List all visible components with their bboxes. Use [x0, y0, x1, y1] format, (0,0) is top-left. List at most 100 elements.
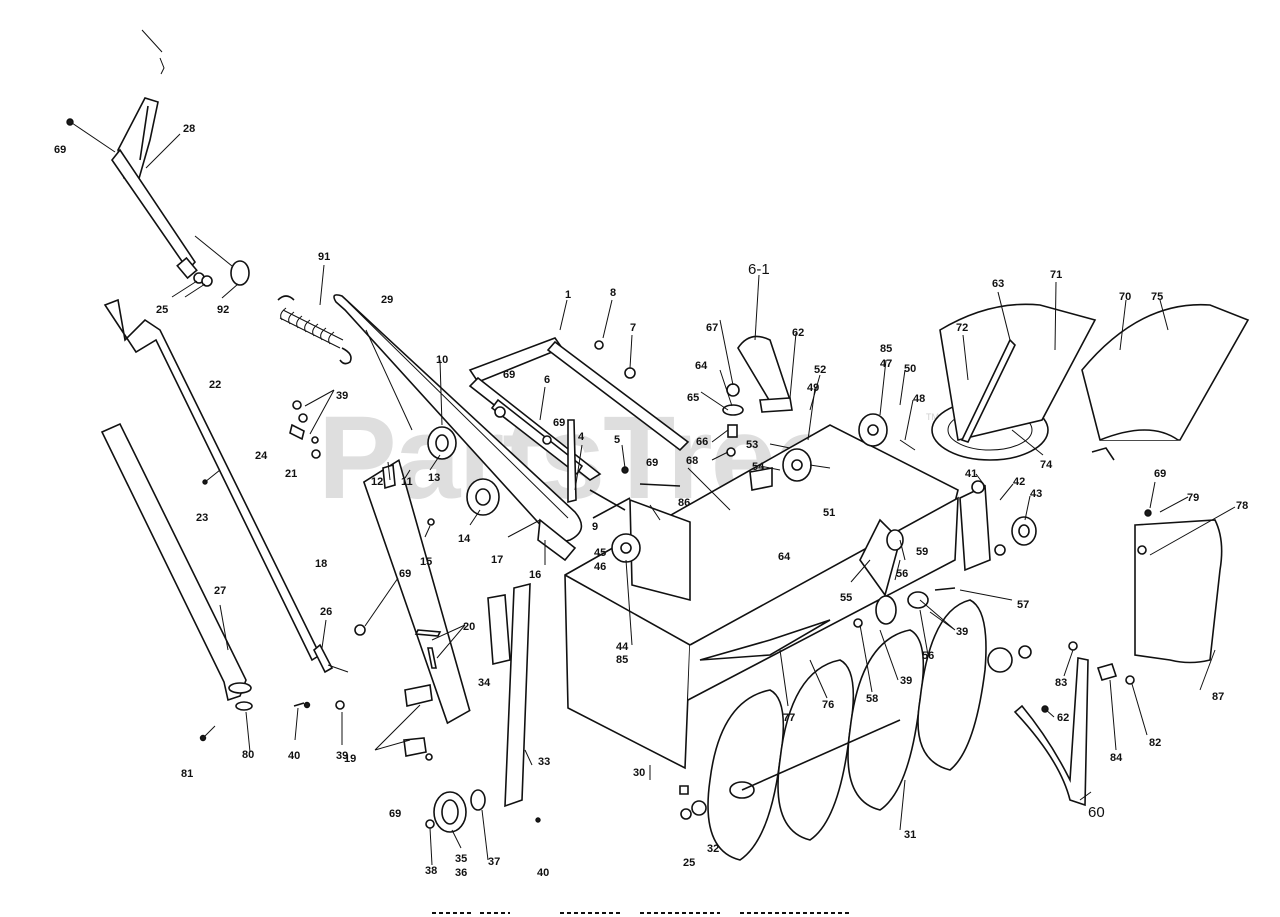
- callout-6: 6: [544, 374, 550, 386]
- leader-lines: [219, 264, 1236, 866]
- callout-69-right: 69: [1154, 468, 1166, 480]
- callout-56-lower: 56: [922, 650, 934, 662]
- callout-92: 92: [217, 304, 229, 316]
- callout-35: 35: [455, 853, 467, 865]
- callout-81: 81: [181, 768, 193, 780]
- callout-45: 45: [594, 547, 606, 559]
- callout-63: 63: [992, 278, 1004, 290]
- callout-6-1: 6-1: [748, 261, 770, 278]
- callout-51: 51: [823, 507, 835, 519]
- callout-52: 52: [814, 364, 826, 376]
- callout-82: 82: [1149, 737, 1161, 749]
- callout-60: 60: [1088, 804, 1105, 821]
- callout-23: 23: [196, 512, 208, 524]
- scraper-and-stand: [362, 458, 531, 808]
- callout-28: 28: [183, 123, 195, 135]
- callout-34: 34: [478, 677, 491, 689]
- idler-frame: [468, 337, 690, 519]
- bottom-caption: [430, 910, 860, 917]
- skid-shoe: [1013, 641, 1135, 807]
- watermark-tm: TM: [926, 412, 939, 422]
- callout-25-left: 25: [156, 304, 168, 316]
- callout-40-left: 40: [288, 750, 300, 762]
- callout-66: 66: [696, 436, 708, 448]
- callout-labels: 1 4 5 6 7 8 9 10 11 12 13 14 15 16 17 18…: [54, 123, 1248, 879]
- callout-15: 15: [420, 556, 432, 568]
- callout-39-top: 39: [336, 390, 348, 402]
- callout-69-topleft: 69: [54, 144, 66, 156]
- callout-10: 10: [436, 354, 448, 366]
- callout-1: 1: [565, 289, 571, 301]
- callout-43: 43: [1030, 488, 1042, 500]
- callout-68: 68: [686, 455, 698, 467]
- callout-74: 74: [1040, 459, 1053, 471]
- callout-64-lower: 64: [778, 551, 791, 563]
- callout-86: 86: [678, 497, 690, 509]
- callout-29: 29: [381, 294, 393, 306]
- callout-69-bottom: 69: [389, 808, 401, 820]
- callout-24: 24: [255, 450, 268, 462]
- side-panel: [1134, 509, 1223, 664]
- callout-64-upper: 64: [695, 360, 708, 372]
- callout-54: 54: [752, 461, 765, 473]
- callout-4: 4: [578, 431, 585, 443]
- drive-wheel: [425, 789, 486, 833]
- callout-33: 33: [538, 756, 550, 768]
- drive-chain: [853, 518, 956, 628]
- callout-30: 30: [633, 767, 645, 779]
- callout-76: 76: [822, 699, 834, 711]
- callout-50: 50: [904, 363, 916, 375]
- callout-67: 67: [706, 322, 718, 334]
- hardware: [289, 340, 707, 823]
- callout-83: 83: [1055, 677, 1067, 689]
- callout-65: 65: [687, 392, 699, 404]
- callout-39-right-a: 39: [956, 626, 968, 638]
- callout-85-upper: 85: [880, 343, 892, 355]
- callout-18: 18: [315, 558, 327, 570]
- callout-19: 19: [344, 753, 356, 765]
- callout-17: 17: [491, 554, 503, 566]
- auger: [707, 599, 1032, 861]
- callout-78: 78: [1236, 500, 1248, 512]
- callout-69-center: 69: [646, 457, 658, 469]
- right-shaft-assembly: [959, 480, 1037, 572]
- callout-22: 22: [209, 379, 221, 391]
- callout-27: 27: [214, 585, 226, 597]
- callout-85-lower: 85: [616, 654, 628, 666]
- callout-56-upper: 56: [896, 568, 908, 580]
- callout-49: 49: [807, 382, 819, 394]
- callout-69-plate: 69: [399, 568, 411, 580]
- callout-69-arm: 69: [553, 417, 565, 429]
- callout-77: 77: [783, 712, 795, 724]
- callout-44: 44: [616, 641, 629, 653]
- callout-40-bottom: 40: [537, 867, 549, 879]
- callout-71: 71: [1050, 269, 1062, 281]
- callout-46: 46: [594, 561, 606, 573]
- callout-14: 14: [458, 533, 471, 545]
- callout-32: 32: [707, 843, 719, 855]
- discharge-chute: [931, 303, 1250, 461]
- shift-bracket-assembly: [66, 29, 250, 299]
- callout-11: 11: [401, 476, 413, 488]
- bearing-flanges: [749, 413, 916, 491]
- callout-79: 79: [1187, 492, 1199, 504]
- callout-39-right-b: 39: [900, 675, 912, 687]
- callout-55: 55: [840, 592, 852, 604]
- pulleys: [427, 426, 577, 562]
- callout-87: 87: [1212, 691, 1224, 703]
- callout-91: 91: [318, 251, 330, 263]
- callout-37: 37: [488, 856, 500, 868]
- callout-7: 7: [630, 322, 636, 334]
- callout-47: 47: [880, 358, 892, 370]
- callout-5: 5: [614, 434, 620, 446]
- callout-36: 36: [455, 867, 467, 879]
- callout-75: 75: [1151, 291, 1163, 303]
- callout-69-frame: 69: [503, 369, 515, 381]
- callout-12: 12: [371, 476, 383, 488]
- callout-62-lower: 62: [1057, 712, 1069, 724]
- callout-39-mid: 39: [336, 750, 348, 762]
- callout-72: 72: [956, 322, 968, 334]
- callout-42: 42: [1013, 476, 1025, 488]
- callout-62-upper: 62: [792, 327, 804, 339]
